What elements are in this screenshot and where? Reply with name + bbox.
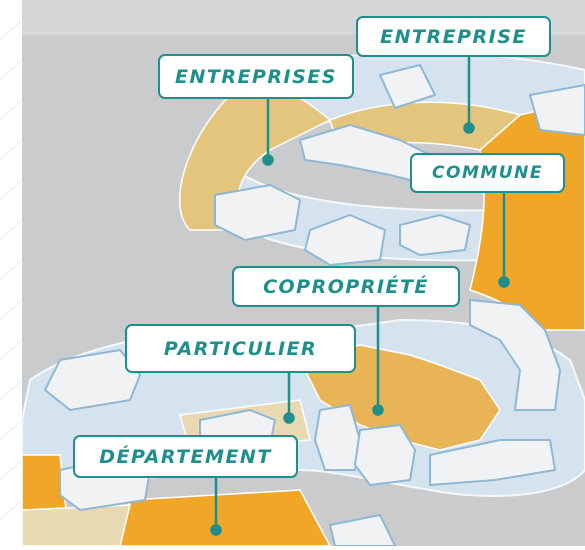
connector-dot-particulier [283, 412, 295, 424]
parcel-departement-bottom [119, 489, 332, 547]
connector-dot-copropriete [372, 404, 384, 416]
connector-dot-entreprises [262, 154, 274, 166]
label-entreprise: ENTREPRISE [356, 16, 551, 57]
label-entreprises: ENTREPRISES [158, 54, 354, 99]
parcels [21, 79, 585, 547]
label-copropriete: COPROPRIÉTÉ [232, 266, 460, 307]
hatched-margin [0, 19, 23, 521]
parcel-beige-bottom [21, 504, 131, 547]
connector-dot-departement [210, 524, 222, 536]
label-particulier: PARTICULIER [125, 324, 356, 373]
connector-dot-commune [498, 276, 510, 288]
buildings [44, 64, 585, 547]
label-departement: DÉPARTEMENT [73, 435, 298, 478]
connector-dot-entreprise [463, 122, 475, 134]
label-commune: COMMUNE [410, 153, 565, 193]
label-connectors [210, 56, 510, 536]
